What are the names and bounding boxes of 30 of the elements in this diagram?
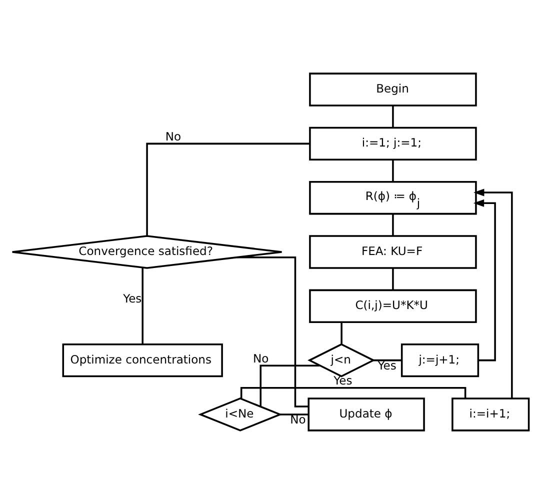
node-box: i:=1; j:=1;: [309, 126, 477, 161]
connector: [392, 160, 394, 182]
node-box: Optimize concentrations: [62, 343, 223, 378]
node-box: i:=i+1;: [452, 398, 530, 432]
connector: [373, 359, 402, 362]
connector: [392, 214, 394, 236]
edge-label: No: [252, 351, 269, 366]
connector: [146, 142, 310, 236]
edge-label: Yes: [378, 358, 396, 373]
connector: [237, 256, 309, 408]
node-box: FEA: KU=F: [309, 235, 477, 269]
connector: [142, 268, 144, 344]
connector: [260, 364, 320, 406]
connector: [340, 322, 342, 344]
node-diamond: j<n: [308, 343, 376, 378]
node-box: Update ϕ: [308, 398, 425, 432]
edge-label: No: [165, 129, 182, 144]
node-box: Begin: [309, 72, 477, 106]
node-box: j:=j+1;: [400, 343, 480, 378]
connector: [280, 414, 308, 416]
arrow: [474, 188, 513, 398]
edge-label: Yes: [123, 292, 142, 306]
node-box: C(i,j)=U*K*U: [309, 289, 477, 324]
arrow: [473, 199, 496, 362]
connector: [392, 268, 394, 290]
connector: [240, 386, 466, 399]
node-diamond: Convergence satisfied?: [11, 235, 283, 269]
edge-label: No: [290, 412, 306, 427]
connector: [392, 106, 394, 128]
node-diamond: i<Ne: [198, 398, 282, 432]
